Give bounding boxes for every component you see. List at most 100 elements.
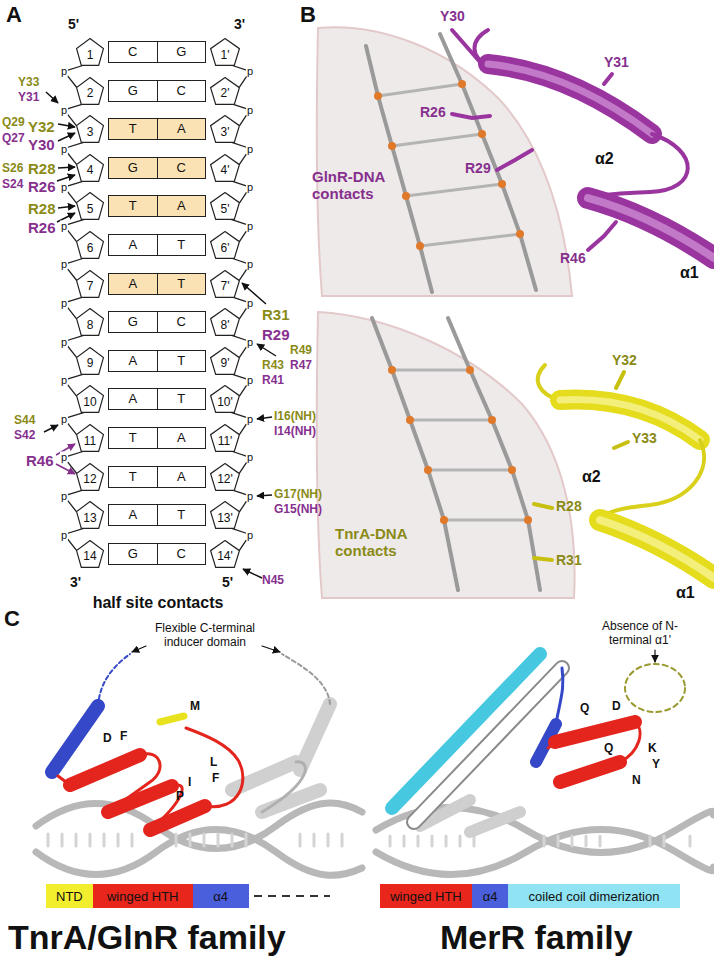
sugar-pentagon: 14 <box>76 540 104 568</box>
residue-label: R26 <box>28 178 56 195</box>
leader-arrow <box>44 92 276 578</box>
base-letter: A <box>109 351 157 371</box>
phosphate-atom <box>388 366 396 374</box>
residue-label: S26 <box>2 162 23 176</box>
tnra-ribbon <box>534 558 552 560</box>
nucleotide-number: 10 <box>83 390 96 409</box>
dna-sticks <box>444 519 528 522</box>
domain-name: NTD <box>52 889 87 904</box>
residue-letter: K <box>648 742 657 756</box>
phosphate-atom <box>498 180 506 188</box>
residue-label: S42 <box>14 429 35 443</box>
merr-cartoon <box>392 650 685 832</box>
residue-label: R29 <box>262 326 290 343</box>
dna-cartoon <box>390 836 690 846</box>
glnr-ribbon <box>452 114 490 118</box>
dna-cartoon <box>36 803 362 848</box>
residue-label: G17(NH) <box>274 488 322 502</box>
pentagon-outline <box>211 116 240 143</box>
phosphate-label: p <box>60 220 68 231</box>
tnra-glnr-cartoon <box>52 706 98 772</box>
glnr-ribbon <box>588 198 714 258</box>
residue-letter: N <box>632 774 641 788</box>
base-pair-box: CG <box>108 41 206 63</box>
residue-label: I16(NH) <box>274 410 316 424</box>
phosphate-label: p <box>60 413 68 424</box>
residue-label: Y31 <box>18 91 39 105</box>
residue-letter: D <box>612 700 621 714</box>
tnra-ribbon <box>614 442 628 448</box>
annotation: Absence of N-terminal α1' <box>595 620 685 648</box>
residue-label: R31 <box>262 306 290 323</box>
phosphate-label: p <box>60 182 68 193</box>
sugar-pentagon: 8' <box>210 308 240 336</box>
domain-name: α4 <box>209 889 232 904</box>
phosphate-label: p <box>60 452 68 463</box>
pentagon-outline <box>211 77 240 104</box>
domain-box: winged HTH <box>93 884 193 908</box>
pentagon-outline <box>211 270 240 297</box>
pentagon-outline <box>211 193 240 220</box>
sugar-pentagon: 10 <box>76 385 104 413</box>
pentagon-outline <box>77 425 104 452</box>
pentagon-outline <box>77 193 104 220</box>
base-letter: A <box>109 389 157 409</box>
sugar-pentagon: 6' <box>210 231 240 259</box>
phosphate-label: p <box>246 66 254 77</box>
domain-name: α4 <box>479 889 502 904</box>
base-letter: T <box>157 389 206 409</box>
nucleotide-number: 6' <box>221 236 230 255</box>
nucleotide-number: 3' <box>221 120 230 139</box>
domain-box: α4 <box>193 884 249 908</box>
tnra-ribbon <box>600 520 714 578</box>
pentagon-outline <box>211 154 240 181</box>
base-letter: A <box>109 274 157 294</box>
base-letter: T <box>157 351 206 371</box>
nucleotide-number: 1' <box>221 43 230 62</box>
phosphate-label: p <box>60 297 68 308</box>
tnra-glnr-cartoon <box>262 790 320 812</box>
base-pair-box: TA <box>108 466 206 488</box>
base-letter: C <box>109 42 157 62</box>
tnra-glnr-cartoon <box>160 716 184 722</box>
merr-cartoon <box>392 654 540 808</box>
leader-arrow <box>243 569 262 578</box>
phosphate-label: p <box>60 490 68 501</box>
pentagon-outline <box>77 232 104 259</box>
phosphate-atom <box>488 416 496 424</box>
dna-sticks <box>392 369 470 372</box>
leader-arrow <box>58 206 75 208</box>
pentagon-outline <box>77 463 104 490</box>
tnra-glnr-cartoon <box>70 755 140 785</box>
strand-end: 3' <box>70 574 81 590</box>
phosphate-label: p <box>246 413 254 424</box>
phosphate-atom <box>466 366 474 374</box>
dna-sticks <box>392 134 482 146</box>
tnra-ribbon <box>534 365 714 578</box>
base-letter: A <box>157 467 206 487</box>
panel-letter: C <box>4 606 20 631</box>
residue-label: G15(NH) <box>274 503 322 517</box>
merr-cartoon <box>560 762 620 782</box>
phosphate-atom <box>478 130 486 138</box>
residue-label: N45 <box>262 574 284 588</box>
residue-label: R29 <box>465 160 491 176</box>
tnra-glnr-cartoon <box>262 646 280 652</box>
sugar-pentagon: 3 <box>76 115 104 143</box>
sugar-pentagon: 12 <box>76 463 104 491</box>
strand-end: 5' <box>222 574 233 590</box>
nucleotide-number: 13' <box>217 506 233 525</box>
base-letter: A <box>109 235 157 255</box>
residue-label: R26 <box>420 104 446 120</box>
residue-label: S44 <box>14 414 35 428</box>
base-pair-box: AT <box>108 504 206 526</box>
merr-cartoon <box>470 812 520 832</box>
phosphate-label: p <box>246 259 254 270</box>
panel-letter: B <box>300 2 316 27</box>
residue-label: R49 <box>290 344 312 358</box>
nucleotide-number: 12' <box>217 467 233 486</box>
leader-arrow <box>56 464 75 474</box>
sugar-pentagon: 13 <box>76 501 104 529</box>
base-letter: A <box>109 505 157 525</box>
helix-label: α1 <box>680 264 699 282</box>
